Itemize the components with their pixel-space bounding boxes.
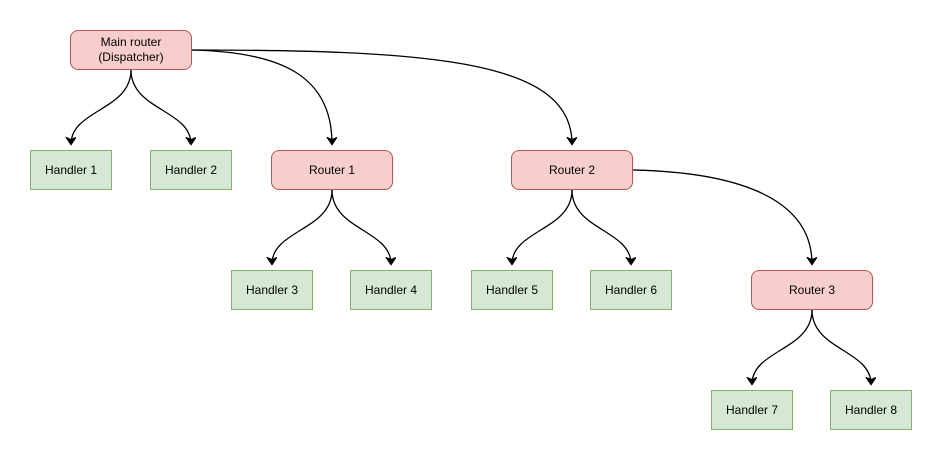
node-label-handler-4: Handler 4: [364, 282, 418, 297]
edge-router-2-to-handler-6: [571, 189, 631, 264]
node-label-handler-7: Handler 7: [725, 402, 779, 417]
node-label-router-3: Router 3: [788, 282, 836, 297]
node-label-router-2: Router 2: [548, 162, 596, 177]
edge-router-2-to-handler-5: [512, 189, 573, 264]
edge-router-2-to-router-3: [632, 169, 812, 264]
node-router-3[interactable]: Router 3: [751, 270, 873, 310]
node-router-2[interactable]: Router 2: [511, 150, 633, 190]
node-handler-3[interactable]: Handler 3: [231, 270, 313, 310]
node-label-router-1: Router 1: [308, 162, 356, 177]
node-handler-2[interactable]: Handler 2: [150, 150, 232, 190]
edges-group: [71, 49, 871, 384]
node-label-main-router: Main router (Dispatcher): [98, 35, 164, 64]
node-handler-5[interactable]: Handler 5: [471, 270, 553, 310]
node-label-handler-8: Handler 8: [844, 402, 898, 417]
edge-main-router-to-handler-2: [130, 69, 191, 144]
edge-main-router-to-handler-1: [71, 69, 132, 144]
node-handler-7[interactable]: Handler 7: [711, 390, 793, 430]
edge-router-3-to-handler-7: [752, 309, 813, 384]
node-handler-4[interactable]: Handler 4: [350, 270, 432, 310]
node-label-handler-1: Handler 1: [44, 162, 98, 177]
node-handler-1[interactable]: Handler 1: [30, 150, 112, 190]
node-handler-8[interactable]: Handler 8: [830, 390, 912, 430]
edge-router-3-to-handler-8: [811, 309, 871, 384]
edge-main-router-to-router-2: [191, 49, 572, 144]
edge-main-router-to-router-1: [191, 49, 332, 144]
node-router-1[interactable]: Router 1: [271, 150, 393, 190]
edge-router-1-to-handler-3: [272, 189, 333, 264]
edge-router-1-to-handler-4: [331, 189, 391, 264]
node-label-handler-5: Handler 5: [485, 282, 539, 297]
node-label-handler-6: Handler 6: [604, 282, 658, 297]
node-label-handler-2: Handler 2: [164, 162, 218, 177]
node-main-router[interactable]: Main router (Dispatcher): [70, 30, 192, 70]
node-label-handler-3: Handler 3: [245, 282, 299, 297]
node-handler-6[interactable]: Handler 6: [590, 270, 672, 310]
